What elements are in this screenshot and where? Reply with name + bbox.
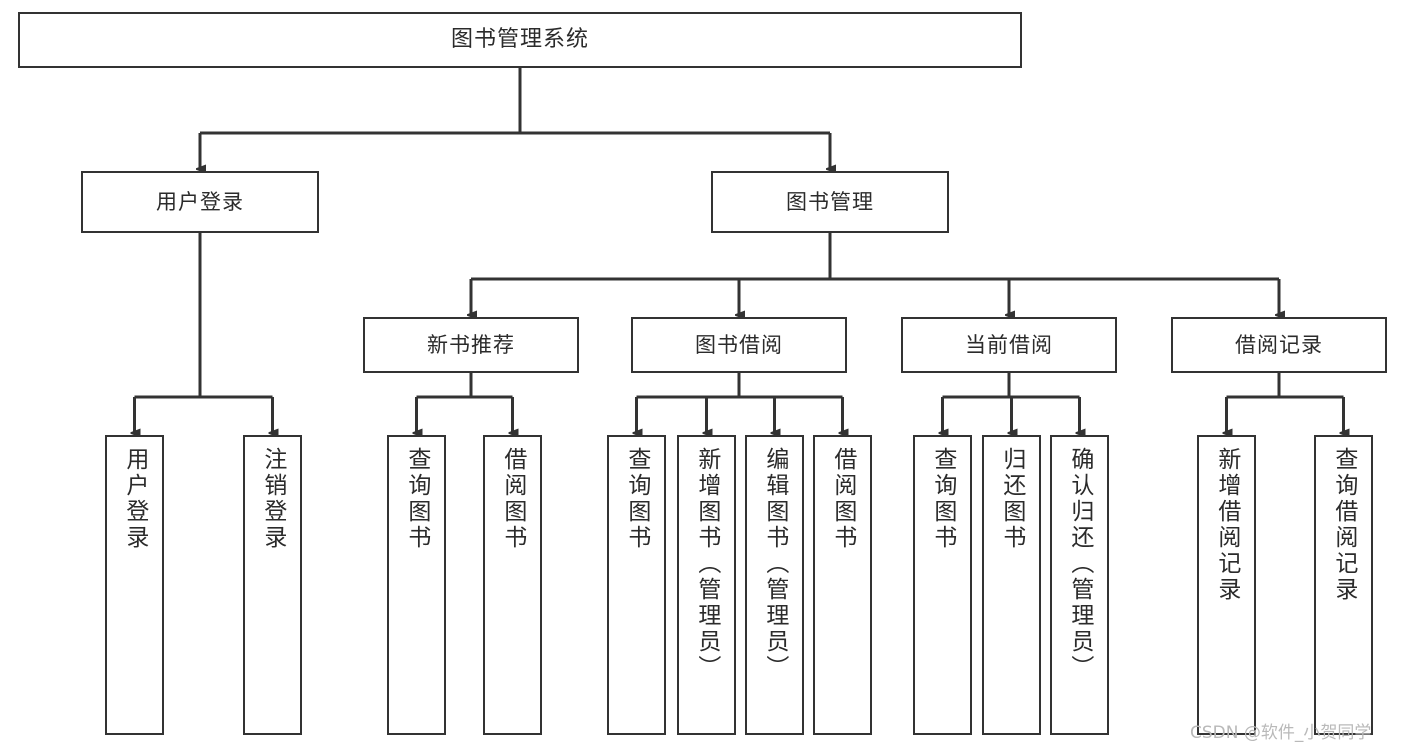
node-bookmgmt[interactable]: 图书管理 bbox=[711, 171, 949, 233]
node-label: 查询图书 bbox=[929, 447, 956, 551]
node-leaf-query-book-3[interactable]: 查询图书 bbox=[913, 435, 972, 735]
node-current[interactable]: 当前借阅 bbox=[901, 317, 1117, 373]
node-leaf-edit-book[interactable]: 编辑图书（管理员） bbox=[745, 435, 804, 735]
node-label: 注销登录 bbox=[259, 447, 286, 551]
node-leaf-borrow-book-2[interactable]: 借阅图书 bbox=[813, 435, 872, 735]
node-newbook[interactable]: 新书推荐 bbox=[363, 317, 579, 373]
node-label: 查询借阅记录 bbox=[1330, 447, 1357, 603]
node-label: 图书管理系统 bbox=[450, 27, 589, 53]
edge-group bbox=[135, 68, 1344, 433]
node-records[interactable]: 借阅记录 bbox=[1171, 317, 1387, 373]
node-label: 编辑图书（管理员） bbox=[761, 447, 788, 681]
node-label: 借阅记录 bbox=[1235, 332, 1323, 357]
node-leaf-user-logout[interactable]: 注销登录 bbox=[243, 435, 302, 735]
node-root[interactable]: 图书管理系统 bbox=[18, 12, 1022, 68]
node-login[interactable]: 用户登录 bbox=[81, 171, 319, 233]
node-label: 归还图书 bbox=[998, 447, 1025, 551]
node-label: 图书借阅 bbox=[695, 332, 783, 357]
node-label: 确认归还（管理员） bbox=[1066, 447, 1093, 681]
node-label: 借阅图书 bbox=[829, 447, 856, 551]
node-label: 图书管理 bbox=[786, 189, 874, 214]
node-leaf-query-book-1[interactable]: 查询图书 bbox=[387, 435, 446, 735]
node-label: 新增图书（管理员） bbox=[693, 447, 720, 681]
node-label: 用户登录 bbox=[121, 447, 148, 551]
node-leaf-add-book[interactable]: 新增图书（管理员） bbox=[677, 435, 736, 735]
node-leaf-add-record[interactable]: 新增借阅记录 bbox=[1197, 435, 1256, 735]
node-label: 新书推荐 bbox=[427, 332, 515, 357]
node-borrow[interactable]: 图书借阅 bbox=[631, 317, 847, 373]
node-leaf-confirm-return[interactable]: 确认归还（管理员） bbox=[1050, 435, 1109, 735]
node-label: 当前借阅 bbox=[965, 332, 1053, 357]
node-leaf-query-book-2[interactable]: 查询图书 bbox=[607, 435, 666, 735]
node-leaf-query-record[interactable]: 查询借阅记录 bbox=[1314, 435, 1373, 735]
node-label: 新增借阅记录 bbox=[1213, 447, 1240, 603]
node-leaf-user-login[interactable]: 用户登录 bbox=[105, 435, 164, 735]
node-label: 用户登录 bbox=[156, 189, 244, 214]
node-leaf-borrow-book-1[interactable]: 借阅图书 bbox=[483, 435, 542, 735]
node-label: 查询图书 bbox=[403, 447, 430, 551]
node-label: 查询图书 bbox=[623, 447, 650, 551]
node-leaf-return-book[interactable]: 归还图书 bbox=[982, 435, 1041, 735]
node-label: 借阅图书 bbox=[499, 447, 526, 551]
